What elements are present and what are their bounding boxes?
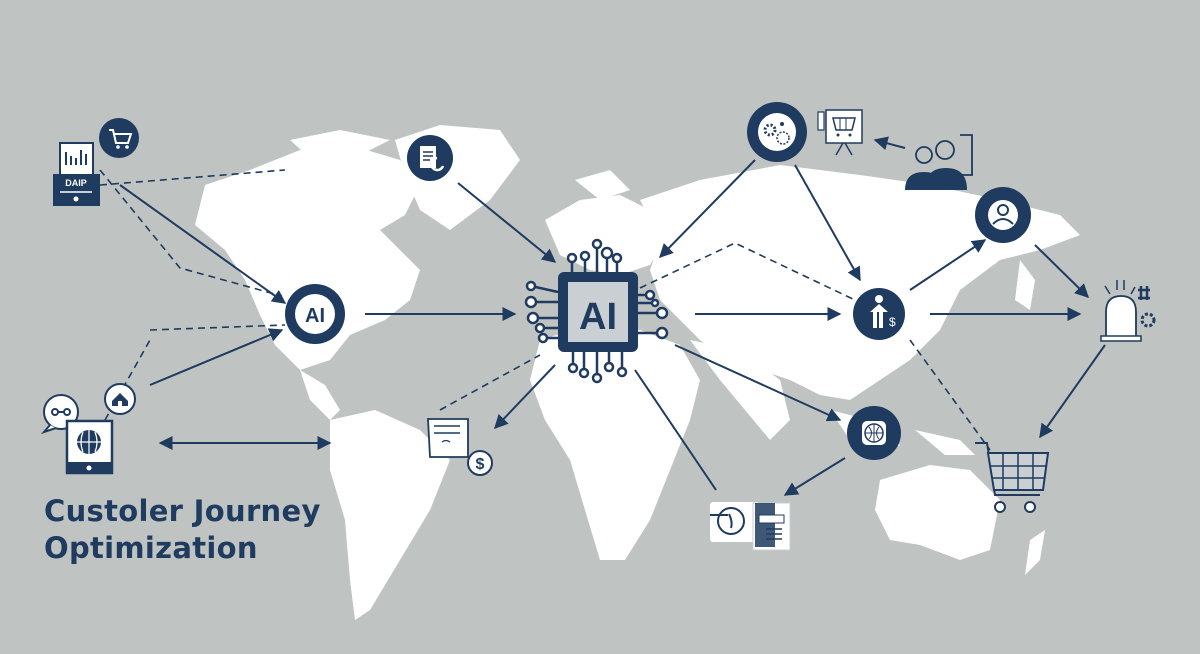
shopping-cart-icon[interactable] xyxy=(975,442,1050,513)
svg-text:$: $ xyxy=(476,456,485,473)
cart-billboard-icon[interactable] xyxy=(817,109,863,156)
shopping-cart-icon[interactable] xyxy=(99,118,139,158)
person-money-icon[interactable]: $ xyxy=(853,288,905,340)
document-icon[interactable] xyxy=(407,135,453,181)
svg-text:AI: AI xyxy=(579,296,617,338)
svg-text:AI: AI xyxy=(305,305,325,327)
title-line-1: Custoler Journey xyxy=(44,494,321,528)
svg-text:$: $ xyxy=(889,315,896,329)
ai-scroll-badge-icon[interactable]: AI xyxy=(285,284,345,344)
user-profile-icon[interactable] xyxy=(975,187,1031,243)
globe-icon[interactable] xyxy=(847,406,901,460)
tablet-globe-icon[interactable] xyxy=(65,419,114,475)
home-icon[interactable] xyxy=(104,383,136,415)
users-icon[interactable] xyxy=(905,134,973,190)
ticket-clipboard-icon[interactable] xyxy=(710,502,791,551)
ai-chip-icon[interactable]: AI xyxy=(524,238,669,384)
gears-icon[interactable] xyxy=(747,102,807,162)
title-line-2: Optimization xyxy=(44,531,258,565)
alert-beacon-icon[interactable] xyxy=(1100,280,1156,342)
contract-dollar-icon[interactable]: $ xyxy=(427,418,493,476)
device-label: DAIP xyxy=(65,178,87,188)
bar-chart-device-icon[interactable] xyxy=(53,142,100,206)
